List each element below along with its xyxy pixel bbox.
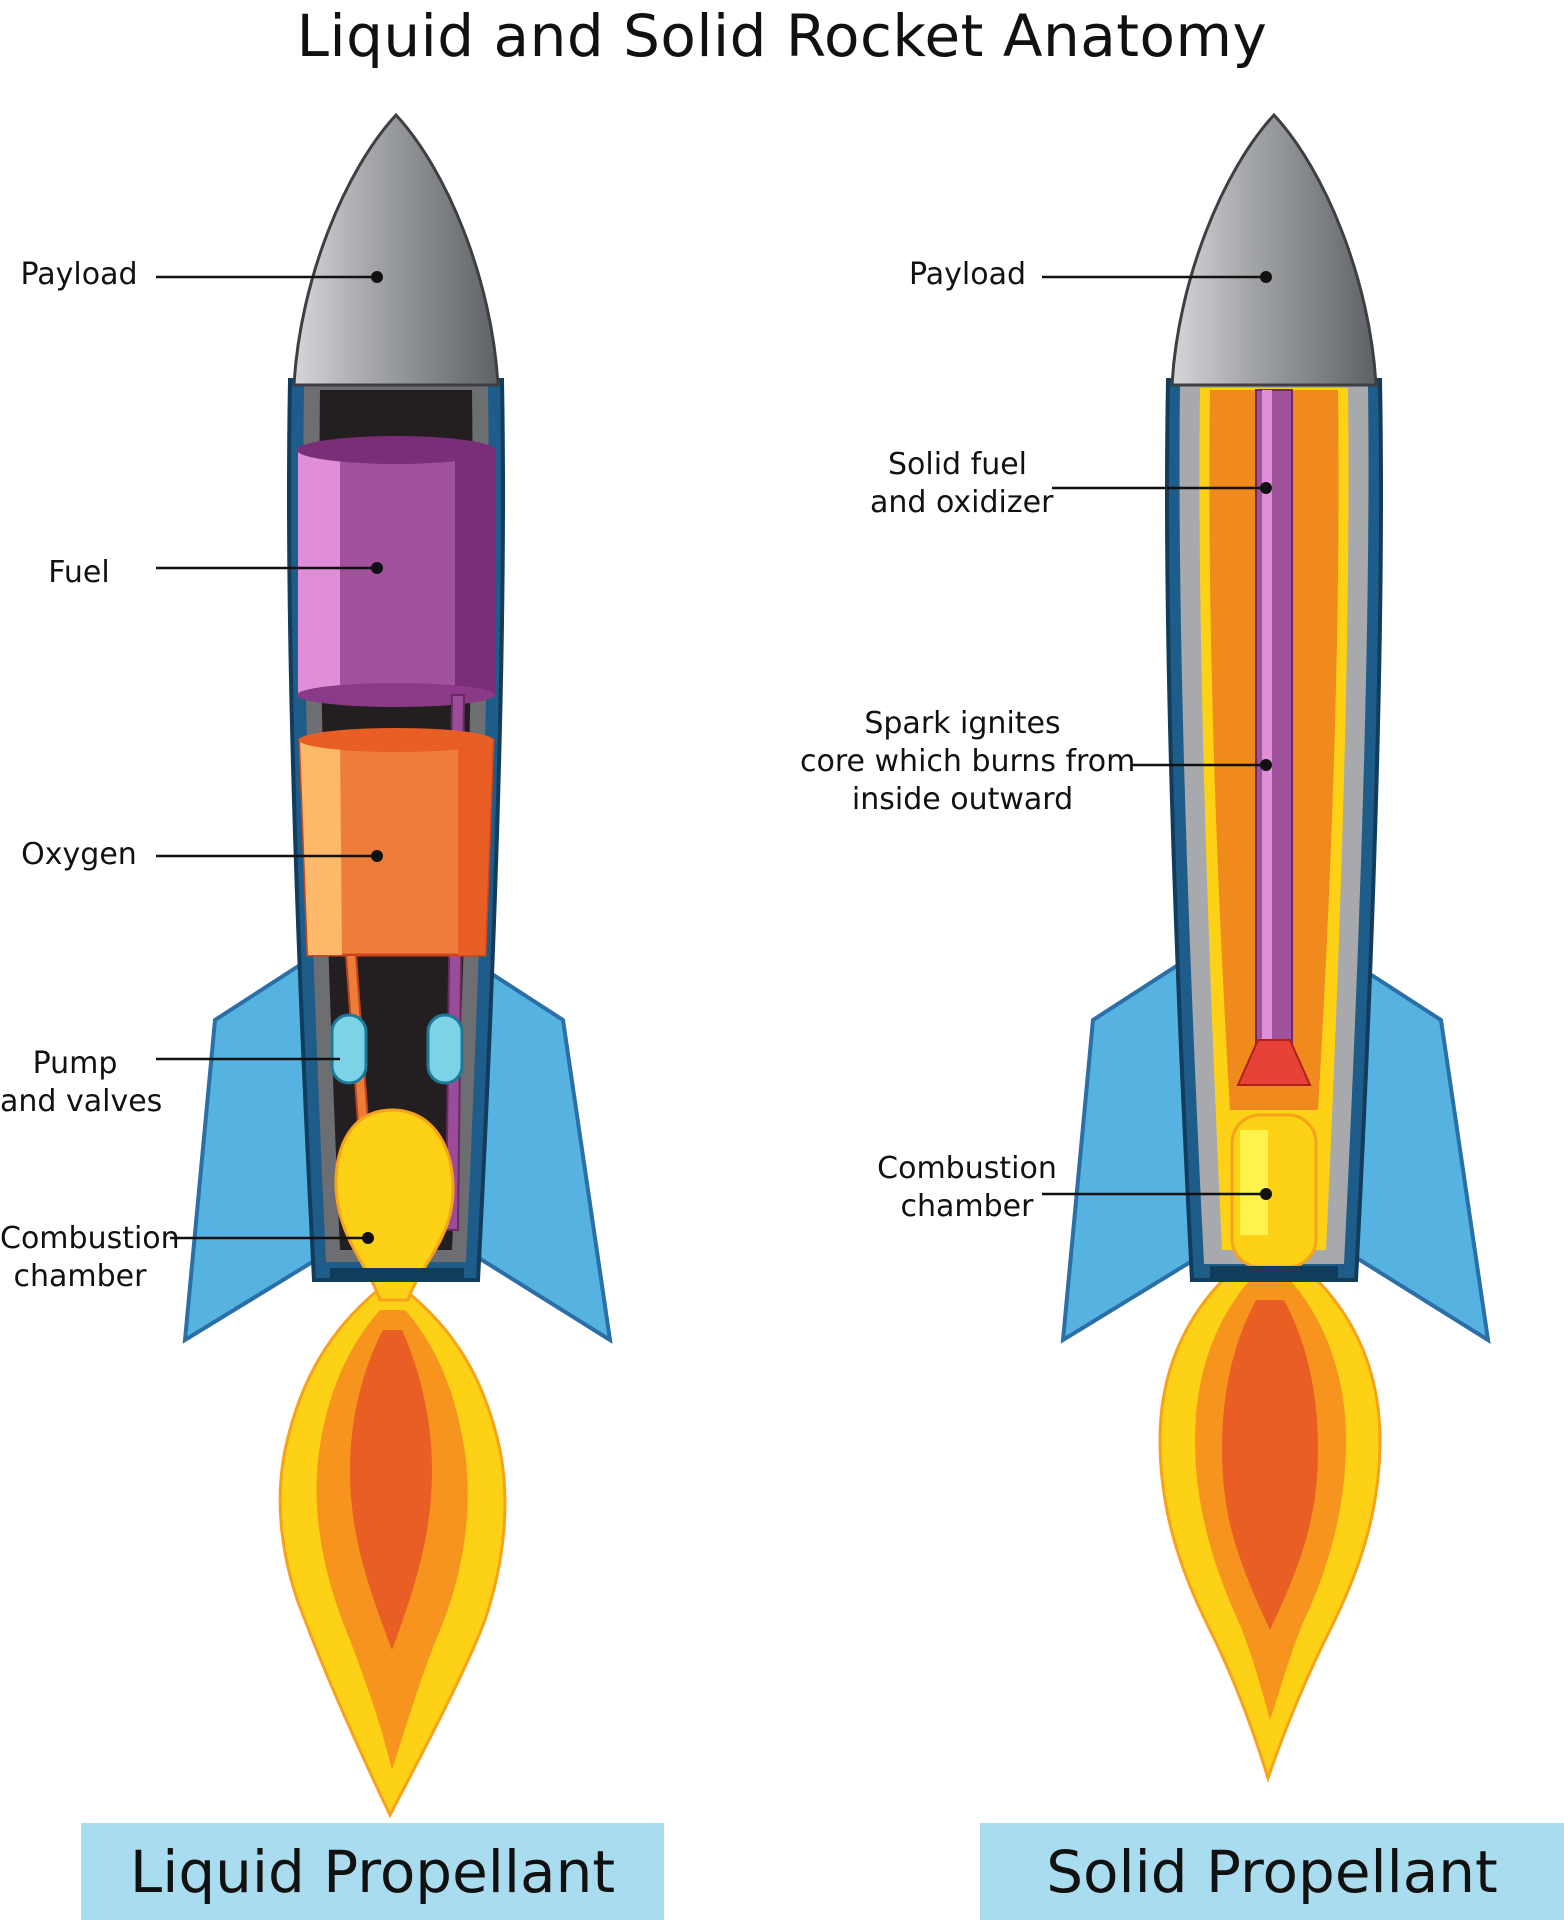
solid-propellant-banner: Solid Propellant	[980, 1823, 1564, 1920]
solid-spark-dot	[1260, 759, 1272, 771]
liquid-valve-left	[330, 1013, 368, 1085]
solid-label-payload: Payload	[909, 257, 1026, 292]
solid-flame	[1158, 1258, 1382, 1783]
solid-payload-nose	[1170, 112, 1378, 387]
liquid-leader-lines	[156, 275, 377, 1240]
liquid-combustion-dot	[362, 1232, 374, 1244]
liquid-flame	[278, 1288, 507, 1819]
liquid-label-combustion: Combustion chamber	[0, 1221, 180, 1294]
liquid-label-oxygen: Oxygen	[21, 837, 137, 872]
liquid-propellant-caption: Liquid Propellant	[129, 1837, 616, 1906]
liquid-fuel-dot	[371, 562, 383, 574]
liquid-valve-right	[426, 1013, 464, 1085]
liquid-propellant-banner: Liquid Propellant	[81, 1823, 664, 1920]
solid-label-combustion: Combustion chamber	[877, 1151, 1057, 1224]
solid-leader-lines	[1042, 275, 1266, 1196]
liquid-oxygen-dot	[371, 850, 383, 862]
solid-propellant-caption: Solid Propellant	[1046, 1837, 1498, 1906]
solid-rocket	[1042, 112, 1491, 1783]
liquid-fuel-tank	[297, 436, 495, 707]
liquid-label-fuel: Fuel	[48, 555, 110, 590]
solid-igniter	[1236, 1039, 1312, 1086]
solid-payload-dot	[1260, 271, 1272, 283]
liquid-oxygen-tank	[298, 728, 495, 957]
liquid-payload-dot	[371, 271, 383, 283]
solid-label-fuel: Solid fuel and oxidizer	[870, 447, 1054, 520]
diagram-title: Liquid and Solid Rocket Anatomy	[296, 2, 1268, 70]
solid-combustion-dot	[1260, 1188, 1272, 1200]
solid-label-spark: Spark ignites core which burns from insi…	[800, 706, 1136, 817]
liquid-rocket	[156, 112, 613, 1819]
liquid-label-pump: Pump and valves	[0, 1046, 163, 1119]
liquid-label-payload: Payload	[20, 257, 138, 292]
solid-fuel-dot	[1260, 482, 1272, 494]
liquid-payload-nose	[292, 112, 500, 387]
liquid-combustion-chamber	[334, 1108, 455, 1302]
